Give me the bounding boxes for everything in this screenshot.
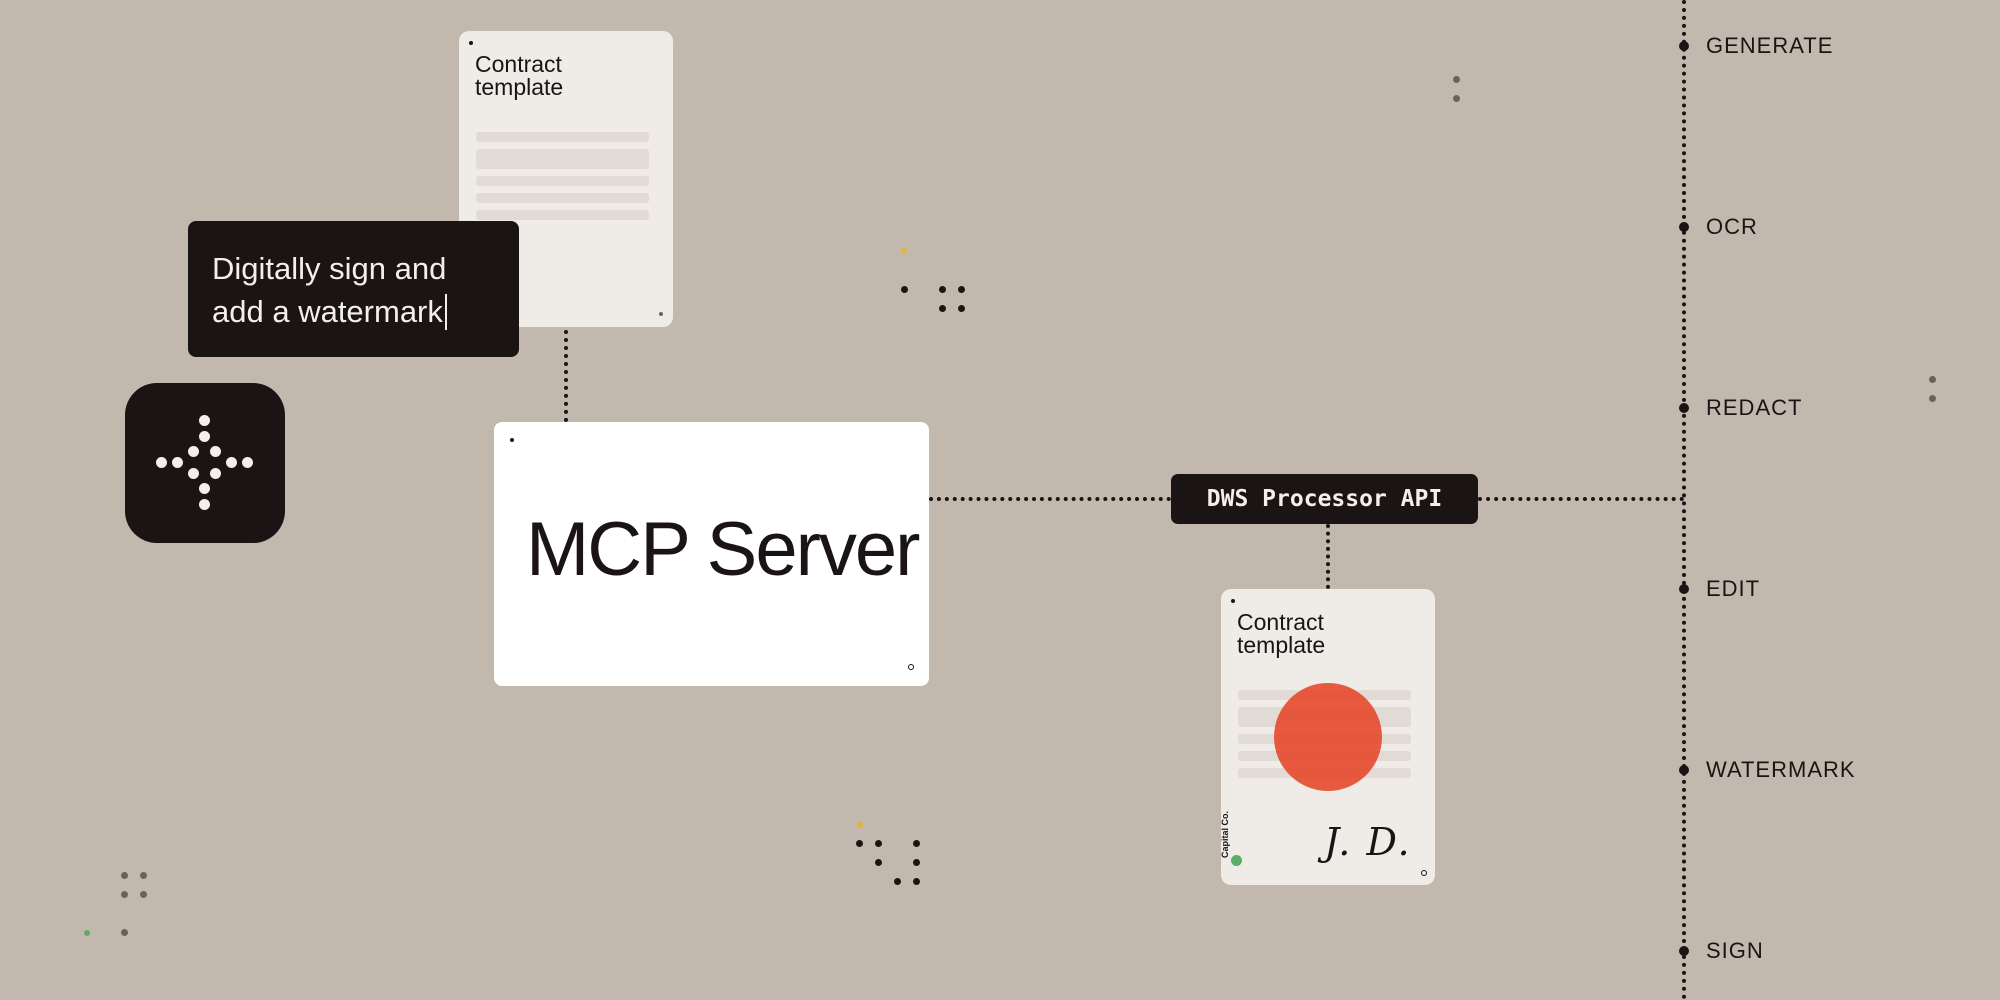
operation-redact[interactable]: REDACT [1706, 395, 1803, 420]
company-name: Capital Co. [1220, 810, 1230, 858]
operation-watermark[interactable]: WATERMARK [1706, 757, 1856, 782]
contract-template-title: Contract template [475, 51, 564, 100]
text-line [476, 176, 649, 186]
card-corner-dot [469, 41, 473, 45]
rail-node [1679, 584, 1689, 594]
decor-dot [121, 891, 128, 898]
decor-dot [140, 872, 147, 879]
decor-dot [901, 248, 907, 254]
decor-dot [939, 305, 946, 312]
decor-dot [958, 305, 965, 312]
decor-dot [875, 840, 882, 847]
decor-dot [913, 840, 920, 847]
mcp-server-title: MCP Server [526, 507, 920, 592]
prompt-box[interactable]: Digitally sign and add a watermark [188, 221, 519, 357]
operation-ocr[interactable]: OCR [1706, 214, 1758, 239]
text-line [476, 132, 649, 142]
card-corner-dot [1231, 599, 1235, 603]
text-line [476, 149, 649, 169]
decor-dot [121, 929, 128, 936]
signed-contract-title: Contract template [1237, 609, 1326, 658]
card-corner-dot [510, 438, 514, 442]
company-logo-dot [1231, 855, 1242, 866]
connector-api-to-rail [1478, 497, 1684, 501]
decor-dot [958, 286, 965, 293]
decor-dot [857, 822, 863, 828]
decor-dot [1453, 95, 1460, 102]
text-caret [444, 294, 447, 330]
decor-dot [875, 859, 882, 866]
decor-dot [140, 891, 147, 898]
dws-processor-api-badge: DWS Processor API [1171, 474, 1478, 524]
decor-dot [1453, 76, 1460, 83]
decor-dot [939, 286, 946, 293]
card-corner-ring [908, 664, 914, 670]
rail-node [1679, 765, 1689, 775]
connector-mcp-to-api [929, 497, 1171, 501]
operations-rail [1682, 0, 1686, 1000]
sparkle-dots-icon[interactable] [125, 383, 285, 543]
signature: J. D. [1324, 820, 1412, 864]
rail-node [1679, 222, 1689, 232]
decor-dot [856, 840, 863, 847]
decor-dot [894, 878, 901, 885]
rail-node [1679, 403, 1689, 413]
rail-node [1679, 946, 1689, 956]
card-corner-ring [1421, 870, 1427, 876]
text-line [476, 193, 649, 203]
watermark-seal-icon [1274, 683, 1382, 791]
decor-dot [1929, 395, 1936, 402]
decor-dot [913, 878, 920, 885]
operation-edit[interactable]: EDIT [1706, 576, 1761, 601]
card-corner-dot [659, 312, 663, 316]
decor-dot [84, 930, 90, 936]
decor-dot [1929, 376, 1936, 383]
connector-api-to-result [1326, 524, 1330, 589]
decor-dot [913, 859, 920, 866]
mcp-server-card: MCP Server [494, 422, 929, 686]
text-line [476, 210, 649, 220]
decor-dot [121, 872, 128, 879]
decor-dot [901, 286, 908, 293]
rail-node [1679, 41, 1689, 51]
operation-sign[interactable]: SIGN [1706, 938, 1764, 963]
connector-doc-to-mcp [564, 330, 568, 422]
prompt-text: Digitally sign and add a watermark [212, 251, 447, 329]
operation-generate[interactable]: GENERATE [1706, 33, 1834, 58]
